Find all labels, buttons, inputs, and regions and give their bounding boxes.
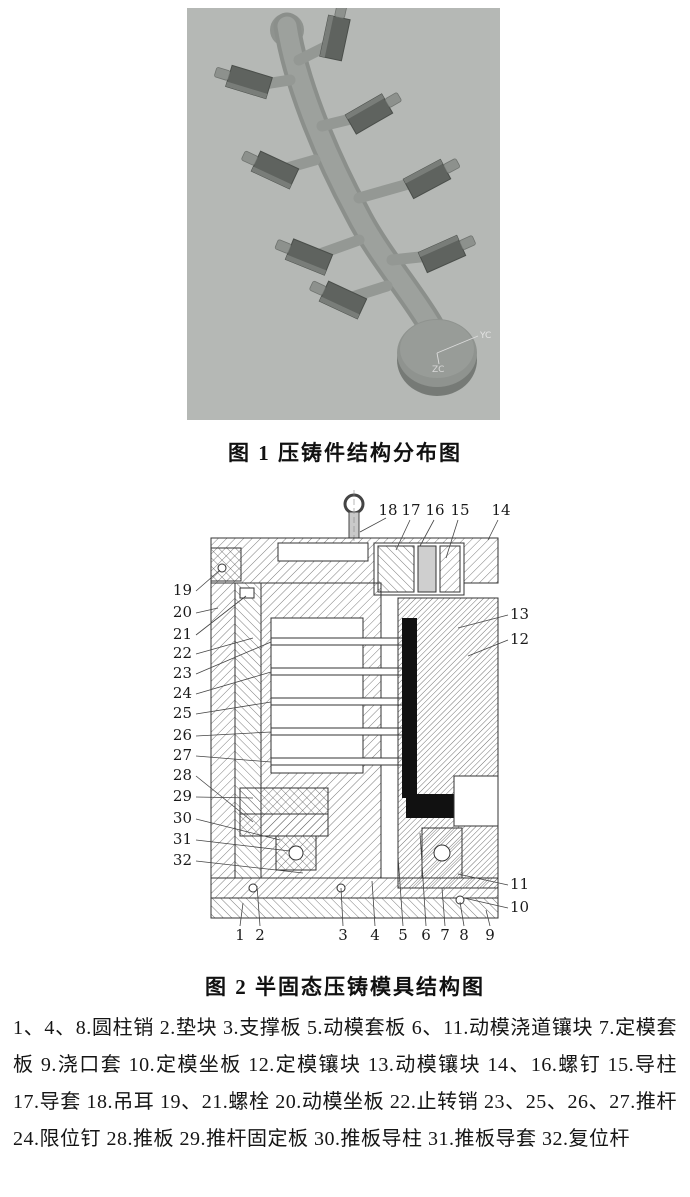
fig2-label-4: 4 — [370, 926, 380, 944]
ejector-pin — [270, 637, 417, 646]
fig2-label-24: 24 — [173, 684, 192, 702]
ejector-plate — [239, 813, 329, 837]
guide-screw-block — [439, 545, 461, 593]
plate-top-window — [277, 542, 369, 562]
bottom-plate — [210, 897, 499, 919]
fig2-label-31: 31 — [173, 830, 192, 848]
fig2-label-21: 21 — [173, 625, 192, 643]
fig2-label-7: 7 — [440, 926, 450, 944]
cast-part — [274, 238, 334, 276]
ejector-guide-hole — [288, 845, 304, 861]
ejector-pin — [270, 697, 417, 706]
axis-marks: YC ZC — [432, 331, 491, 375]
fig2-label-11: 11 — [510, 875, 529, 893]
cast-part — [344, 92, 402, 135]
fig2-label-19: 19 — [173, 581, 192, 599]
figure1-image: YC ZC — [187, 8, 500, 420]
cast-parts — [214, 8, 476, 320]
biscuit — [397, 319, 477, 396]
casting-section-vertical — [402, 618, 417, 798]
fig2-label-28: 28 — [173, 766, 192, 784]
cast-part — [402, 158, 460, 200]
fig2-label-22: 22 — [173, 644, 192, 662]
ejector-pin — [270, 727, 417, 736]
fig2-label-18: 18 — [378, 501, 397, 519]
fig2-label-5: 5 — [398, 926, 408, 944]
fig2-label-1: 1 — [235, 926, 245, 944]
mold-plates — [210, 537, 499, 919]
fig2-label-20: 20 — [173, 603, 192, 621]
figure2-drawing: 18 17 16 15 14 19 20 21 22 23 24 25 26 2… — [158, 488, 540, 960]
ejector-pin — [270, 667, 417, 676]
runner-hole — [433, 844, 451, 862]
leader-lines — [195, 517, 509, 927]
fig2-label-25: 25 — [173, 704, 192, 722]
axis-label-yc: YC — [479, 331, 491, 341]
cast-part — [241, 150, 300, 190]
fig2-label-6: 6 — [421, 926, 431, 944]
figure1-caption: 图 1 压铸件结构分布图 — [228, 441, 462, 465]
fig2-label-29: 29 — [173, 787, 192, 805]
fig2-label-23: 23 — [173, 664, 192, 682]
cast-part — [309, 280, 368, 320]
fig2-label-3: 3 — [338, 926, 348, 944]
fig2-label-9: 9 — [485, 926, 495, 944]
figure1-drawing: YC ZC — [187, 8, 500, 420]
ejector-retainer-plate — [239, 787, 329, 815]
return-pin — [270, 757, 417, 766]
fig2-label-12: 12 — [510, 630, 529, 648]
fig2-label-32: 32 — [173, 851, 192, 869]
plate-left-seat — [210, 582, 236, 879]
fig2-label-15: 15 — [450, 501, 469, 519]
parts-list: 1、4、8.圆柱销 2.垫块 3.支撑板 5.动模套板 6、11.动模浇道镶块 … — [13, 1017, 677, 1150]
fig2-label-10: 10 — [510, 898, 529, 916]
fig2-label-16: 16 — [425, 501, 444, 519]
left-top-block — [210, 547, 242, 582]
fig2-label-27: 27 — [173, 746, 192, 764]
figure2-labels: 18 17 16 15 14 19 20 21 22 23 24 25 26 2… — [173, 501, 529, 944]
fig2-label-2: 2 — [255, 926, 265, 944]
guide-bush — [377, 545, 415, 593]
figure2-image: 18 17 16 15 14 19 20 21 22 23 24 25 26 2… — [158, 488, 540, 960]
dowel-pin — [248, 883, 258, 893]
fig2-label-13: 13 — [510, 605, 529, 623]
runner-trunk — [270, 12, 445, 340]
fig2-label-14: 14 — [491, 501, 510, 519]
fig2-label-26: 26 — [173, 726, 192, 744]
cast-part — [214, 64, 273, 100]
guide-pillar — [417, 545, 437, 593]
axis-label-zc: ZC — [432, 365, 444, 375]
figure2-caption: 图 2 半固态压铸模具结构图 — [205, 975, 485, 999]
bolt-center — [239, 587, 255, 599]
cast-part — [319, 8, 351, 62]
fig2-label-8: 8 — [459, 926, 469, 944]
fig2-label-17: 17 — [401, 501, 420, 519]
sprue-bush-cavity — [453, 775, 499, 827]
fig2-label-30: 30 — [173, 809, 192, 827]
cast-part — [417, 234, 476, 274]
